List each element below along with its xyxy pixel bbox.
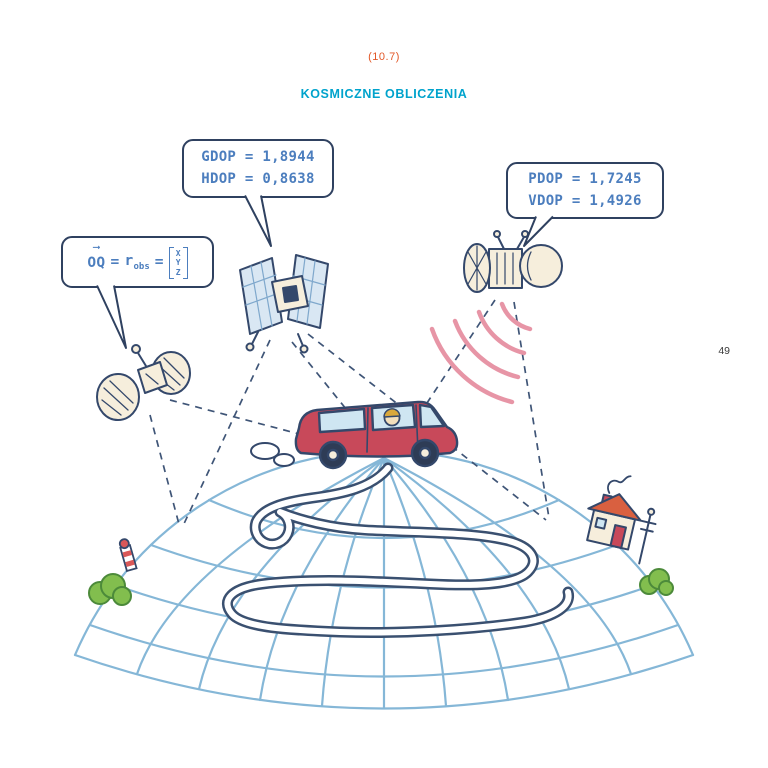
bracket-right <box>182 247 188 279</box>
bracket-left <box>168 247 174 279</box>
pdop-value: PDOP = 1,7245 <box>528 170 642 187</box>
radio-signal-waves-icon <box>429 301 533 405</box>
xyz-vector: X Y Z <box>168 247 188 279</box>
winding-road <box>222 462 575 638</box>
xyz-column: X Y Z <box>174 247 183 279</box>
vdop-value: VDOP = 1,4926 <box>528 192 642 209</box>
car-icon <box>294 400 459 470</box>
speech-bubble-shapes <box>61 139 664 349</box>
speech-bubble-right <box>506 162 664 219</box>
vector-oq: ⟶ OQ <box>87 242 106 274</box>
page-number: 49 <box>718 345 730 357</box>
r-obs: robs <box>124 250 149 275</box>
vector-y: Y <box>175 258 181 268</box>
exhaust-clouds-icon <box>250 442 295 467</box>
vector-arrow: ⟶ <box>93 242 100 254</box>
house-icon <box>586 475 657 565</box>
equals-sign-1: = <box>110 253 120 270</box>
satellite-right-icon <box>463 230 563 293</box>
vector-z: Z <box>175 267 181 277</box>
speech-bubble-right-text: PDOP = 1,7245 VDOP = 1,4926 <box>507 163 663 218</box>
bush-right-icon <box>639 568 674 596</box>
speech-bubble-top-text: GDOP = 1,8944 HDOP = 0,8638 <box>183 140 333 197</box>
speech-bubble-formula-text: ⟶ OQ = robs = X Y Z <box>62 237 213 287</box>
vector-x: X <box>175 248 181 258</box>
globe-icon <box>73 449 695 710</box>
hdop-value: HDOP = 0,8638 <box>201 170 315 187</box>
gdop-value: GDOP = 1,8944 <box>201 148 315 165</box>
r-symbol: r <box>124 252 134 269</box>
r-subscript: obs <box>133 261 150 272</box>
vector-oq-label: OQ <box>87 255 106 272</box>
satellite-left-icon <box>96 344 191 421</box>
section-number: (10.7) <box>368 51 400 63</box>
bush-left-icon <box>88 573 132 606</box>
equals-sign-2: = <box>154 253 164 270</box>
page-title: KOSMICZNE OBLICZENIA <box>300 87 468 101</box>
signal-tower-icon <box>118 538 138 573</box>
speech-bubble-formula <box>61 236 214 288</box>
satellite-top-icon <box>239 254 329 354</box>
